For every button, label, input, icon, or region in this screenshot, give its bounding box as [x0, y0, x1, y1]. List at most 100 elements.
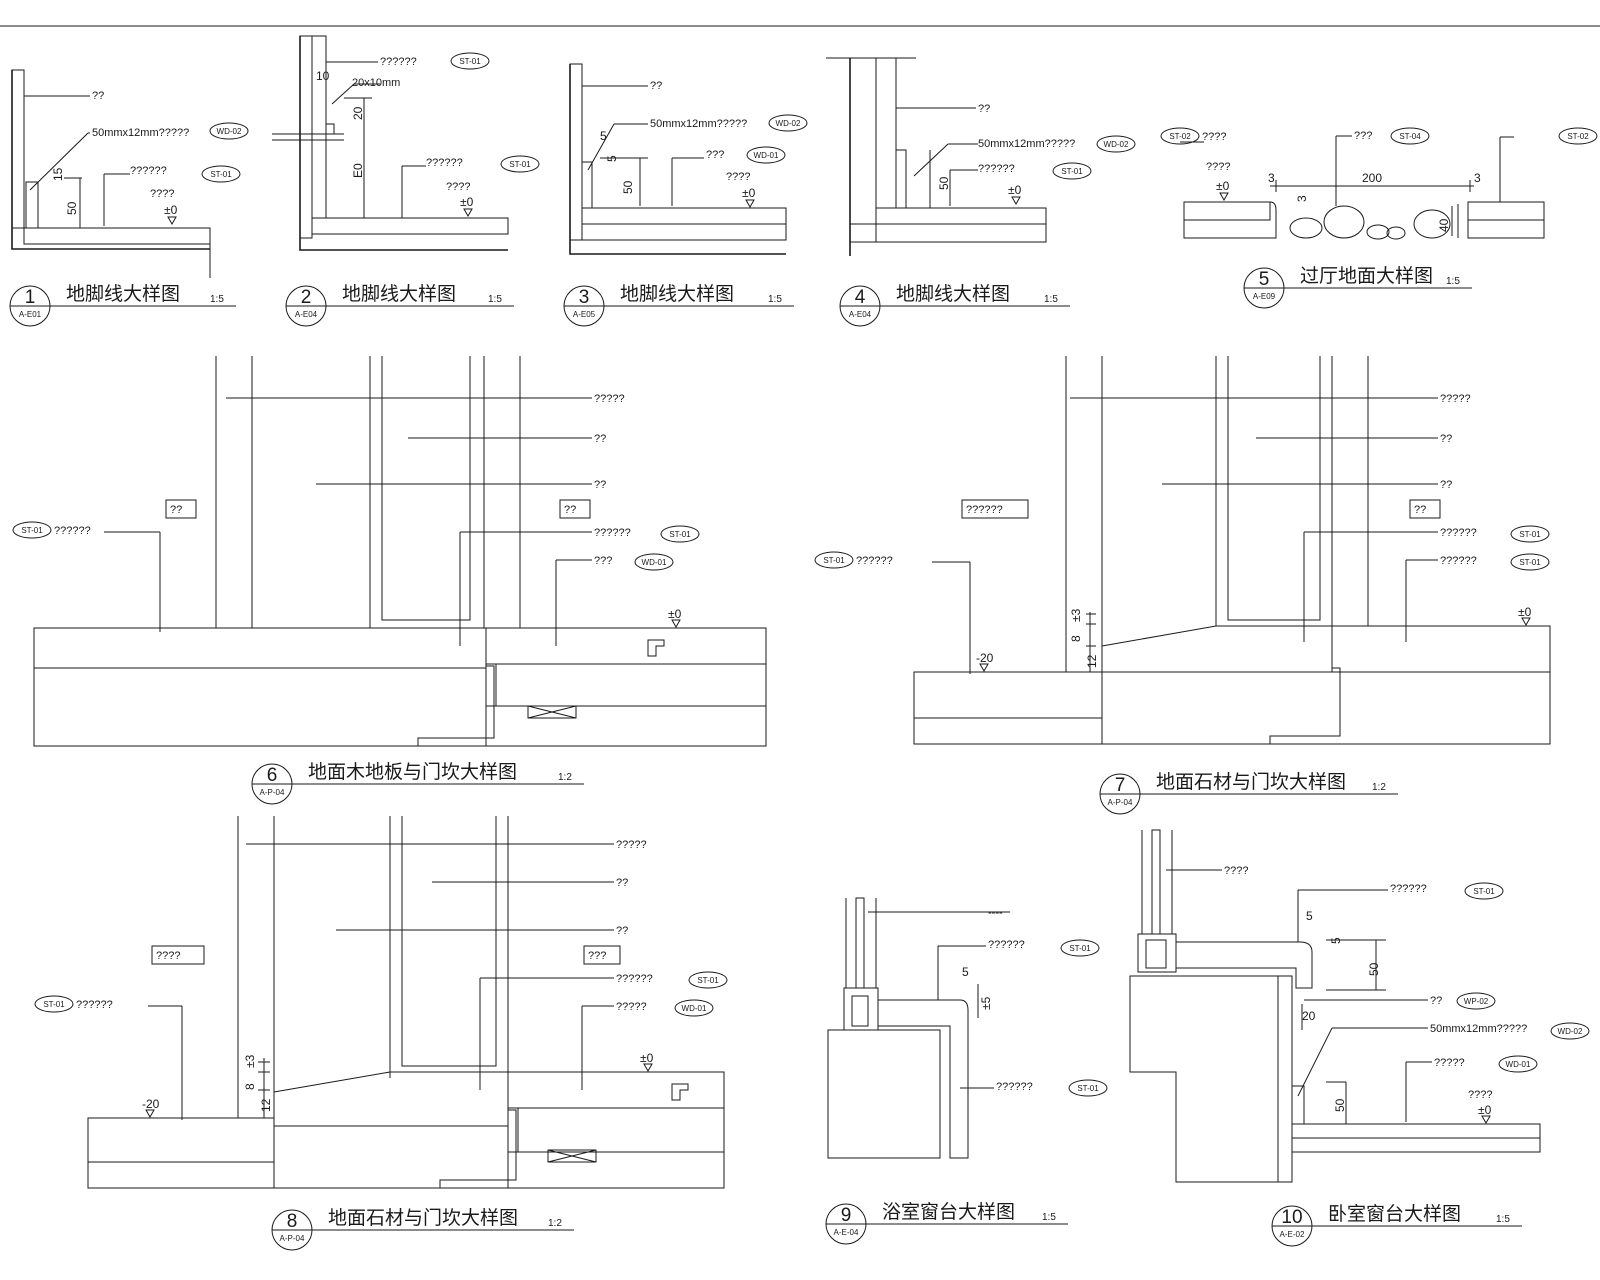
detail-title: 过厅地面大样图 [1300, 265, 1433, 287]
detail-scale: 1:5 [1496, 1214, 1510, 1225]
level-mark: ±0 [640, 1051, 654, 1065]
material-tag: ST-01 [669, 530, 691, 539]
callout-2: ?????? [1390, 883, 1427, 895]
dim-text: 8 [1069, 635, 1083, 642]
sheet-reference: A-E-04 [834, 1228, 859, 1237]
stone-sill [877, 999, 969, 1159]
dim-text: 5 [605, 155, 619, 162]
callout-1: ?????? [988, 939, 1025, 951]
material-tag: WD-01 [1506, 1060, 1531, 1069]
dim-text: 20 [1302, 1009, 1316, 1023]
sheet-reference: A-E04 [849, 310, 872, 319]
wood-floor [485, 627, 767, 665]
area-box-label: ?????? [966, 504, 1003, 516]
callout-1: ?? [978, 103, 990, 115]
detail-title: 地脚线大样图 [66, 283, 180, 305]
material-tag: ST-01 [697, 976, 719, 985]
sheet-reference: A-P-04 [1108, 798, 1133, 807]
detail-scale: 1:5 [1044, 294, 1058, 305]
title-marker-4: 4A-E04 地脚线大样图 1:5 [839, 283, 1070, 327]
stone-floor [311, 217, 509, 235]
detail-5: ST-02 ???? ???? ??? ST-04 ST-02 3 200 3 … [1160, 127, 1598, 240]
detail-number: 5 [1259, 269, 1270, 290]
material-tag: ST-01 [1519, 558, 1541, 567]
material-tag: WD-02 [776, 119, 801, 128]
level-mark: ±0 [164, 203, 178, 217]
detail-title: 地面石材与门坎大样图 [328, 1207, 518, 1229]
material-tag: ST-04 [1399, 132, 1421, 141]
detail-3: ?? 50mmx12mm????? WD-02 ??? WD-01 ???? 5… [569, 63, 808, 255]
callout-5: ????? [616, 1001, 647, 1013]
level-mark: ±0 [1518, 605, 1532, 619]
pebble [1413, 209, 1451, 239]
dim-text: ±5 [979, 996, 993, 1010]
material-tag: WD-02 [217, 127, 242, 136]
sheet-reference: A-E01 [19, 310, 42, 319]
area-box-label: ?? [1414, 504, 1426, 516]
detail-4: ?? 50mmx12mm????? WD-02 ?????? ST-01 50 … [826, 57, 1136, 256]
detail-title: 浴室窗台大样图 [882, 1201, 1015, 1223]
callout-2: ?????? [996, 1081, 1033, 1093]
wall-plaster [11, 69, 25, 229]
dim-text: 5 [1306, 909, 1313, 923]
material-tag: ST-01 [1077, 1084, 1099, 1093]
dim-text: 50 [621, 180, 635, 194]
stone-sill [1175, 941, 1313, 989]
callout-1: ?????? [380, 56, 417, 68]
callout-3: ?????? [426, 157, 463, 169]
callout-1: ???? [1224, 865, 1248, 877]
material-tag: ST-01 [1061, 167, 1083, 176]
callout-6: ?????? [856, 555, 893, 567]
detail-title: 地脚线大样图 [896, 283, 1010, 305]
detail-title: 卧室窗台大样图 [1328, 1203, 1461, 1225]
dim-text: 50 [65, 201, 79, 215]
floor-substrate [1291, 1137, 1541, 1153]
window-glass [855, 897, 865, 989]
pebble [1386, 226, 1406, 240]
callout-4: ???? [446, 181, 470, 193]
detail-scale: 1:5 [768, 294, 782, 305]
area-box-label: ??? [588, 950, 606, 962]
detail-number: 9 [841, 1205, 852, 1226]
level-mark: ±0 [460, 195, 474, 209]
detail-number: 4 [855, 287, 866, 308]
pebble [1323, 205, 1365, 239]
callout-2: 50mmx12mm????? [650, 118, 747, 130]
stone-floor-low [913, 671, 1103, 719]
material-tag: WD-02 [1104, 140, 1129, 149]
callout-1: ????? [616, 839, 647, 851]
detail-number: 8 [287, 1211, 298, 1232]
skirting-board [895, 149, 907, 209]
sloped-threshold [1101, 625, 1551, 673]
dim-text: 3 [1268, 171, 1275, 185]
dim-text: 8 [243, 1083, 257, 1090]
detail-7: ????? ?? ?? ?????? ST-01 ?????? ST-01 ST… [814, 356, 1551, 745]
dim-text: 200 [1362, 171, 1382, 185]
dim-text: 50 [1333, 1098, 1347, 1112]
detail-scale: 1:2 [548, 1218, 562, 1229]
material-tag: WD-01 [642, 558, 667, 567]
stone-tile-right [1467, 201, 1545, 221]
material-tag: WD-01 [754, 151, 779, 160]
detail-9: ---- ?????? ST-01 ?????? ST-01 5 ±5 [827, 897, 1108, 1159]
material-tag: ST-01 [210, 170, 232, 179]
material-tag: ST-01 [43, 1000, 65, 1009]
dim-text: ±3 [243, 1054, 257, 1068]
callout-2: ?? [594, 433, 606, 445]
dim-text: 10 [316, 69, 330, 83]
stone-floor [23, 227, 211, 245]
detail-title: 地脚线大样图 [342, 283, 456, 305]
level-mark: ±0 [1008, 183, 1022, 197]
window-frame [843, 987, 879, 1031]
callout-1: ????? [594, 393, 625, 405]
sheet-reference: A-P-04 [280, 1234, 305, 1243]
callout-2: ?? [616, 877, 628, 889]
callout-5: ?????? [1440, 555, 1477, 567]
